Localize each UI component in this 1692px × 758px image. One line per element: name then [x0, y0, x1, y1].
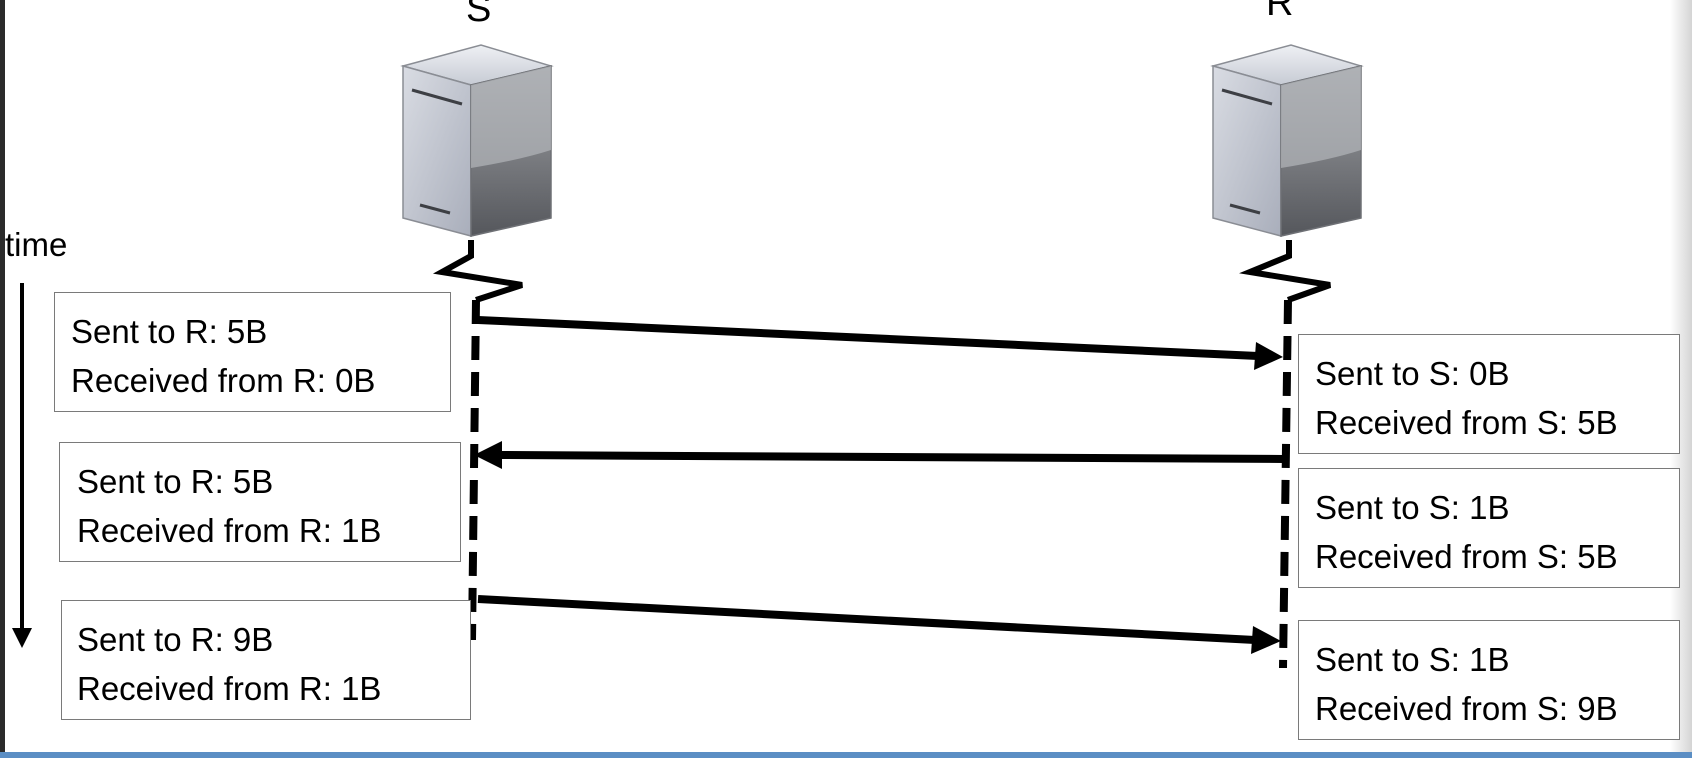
sender-counter-box-2: Sent to R: 5B Received from R: 1B: [59, 442, 461, 562]
time-axis-arrow: [12, 283, 32, 648]
sender-server-icon: [400, 44, 554, 237]
sent-count: Sent to R: 9B: [77, 621, 274, 658]
message-arrow-r-to-s: [474, 441, 1285, 469]
received-count: Received from R: 0B: [71, 362, 376, 399]
received-count: Received from R: 1B: [77, 670, 382, 707]
sent-count: Sent to S: 1B: [1315, 641, 1510, 678]
window-bottom-bar: [0, 752, 1692, 758]
window-left-edge: [0, 0, 5, 758]
time-axis-label: time: [5, 226, 68, 263]
sender-counter-box-1: Sent to R: 5B Received from R: 0B: [54, 292, 451, 412]
sender-timeline: [468, 299, 480, 641]
receiver-link-squiggle: [1239, 240, 1332, 303]
receiver-counter-box-2: Sent to S: 1B Received from S: 5B: [1298, 468, 1680, 588]
sent-count: Sent to S: 1B: [1315, 489, 1510, 526]
receiver-counter-box-3: Sent to S: 1B Received from S: 9B: [1298, 620, 1680, 740]
received-count: Received from R: 1B: [77, 512, 382, 549]
received-count: Received from S: 5B: [1315, 404, 1618, 441]
sender-link-squiggle: [432, 240, 523, 303]
received-count: Received from S: 5B: [1315, 538, 1618, 575]
sender-counter-box-3: Sent to R: 9B Received from R: 1B: [61, 600, 471, 720]
receiver-server-icon: [1210, 44, 1364, 237]
receiver-timeline: [1279, 299, 1292, 669]
receiver-counter-box-1: Sent to S: 0B Received from S: 5B: [1298, 334, 1680, 454]
message-arrow-s-to-r-1: [477, 316, 1283, 370]
sent-count: Sent to R: 5B: [71, 313, 268, 350]
received-count: Received from S: 9B: [1315, 690, 1618, 727]
receiver-label: R: [1266, 0, 1294, 24]
message-arrow-s-to-r-2: [477, 595, 1281, 654]
sender-label: S: [466, 0, 492, 30]
sent-count: Sent to R: 5B: [77, 463, 274, 500]
sent-count: Sent to S: 0B: [1315, 355, 1510, 392]
